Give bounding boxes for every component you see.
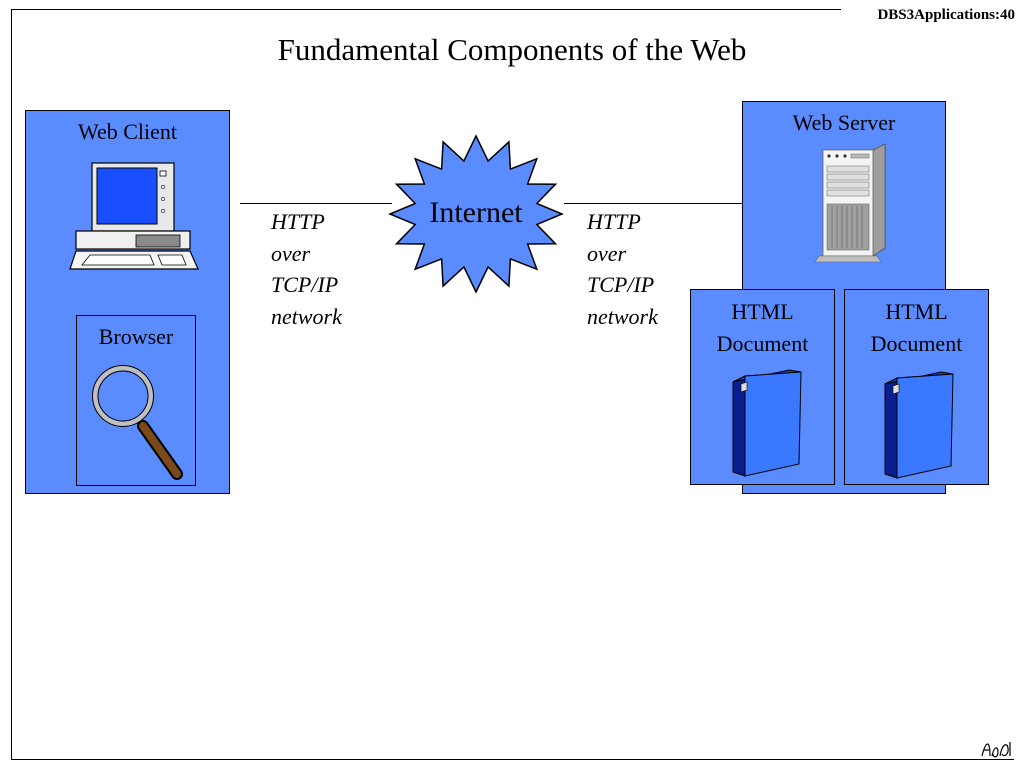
html-document-label-line1: HTML <box>731 299 794 324</box>
html-document-box: HTML Document <box>844 289 989 485</box>
html-document-label: HTML Document <box>845 296 988 360</box>
slide-title: Fundamental Components of the Web <box>277 32 747 67</box>
html-document-label-line2: Document <box>870 331 963 356</box>
right-protocol-line: TCP/IP <box>587 272 655 297</box>
left-protocol-line: HTTP <box>271 209 325 234</box>
web-client-box: Web Client Browser <box>25 110 230 494</box>
tower-server-icon <box>814 143 886 263</box>
left-protocol-line: TCP/IP <box>271 272 339 297</box>
binder-icon <box>732 369 802 477</box>
corner-logo-icon <box>981 742 1011 758</box>
magnifying-glass-icon <box>92 365 183 480</box>
left-protocol-line: network <box>271 303 342 329</box>
right-protocol-line: over <box>587 240 627 266</box>
internet-label: Internet <box>429 196 523 229</box>
html-document-label-line1: HTML <box>885 299 948 324</box>
left-protocol-line: over <box>271 240 311 266</box>
desktop-computer-icon <box>69 162 199 270</box>
browser-box: Browser <box>76 315 196 486</box>
right-protocol-line: network <box>587 303 658 329</box>
top-rule <box>11 9 841 10</box>
binder-icon <box>884 371 954 479</box>
slide-frame <box>11 9 1014 760</box>
html-document-label-line2: Document <box>716 331 809 356</box>
left-protocol-label: HTTP over TCP/IP network <box>271 206 342 332</box>
slide-id: DBS3Applications:40 <box>877 7 1015 23</box>
internet-burst-shape <box>388 134 564 294</box>
web-client-label: Web Client <box>77 119 178 144</box>
html-document-box: HTML Document <box>690 289 835 485</box>
web-server-label: Web Server <box>792 110 896 135</box>
right-protocol-line: HTTP <box>587 209 641 234</box>
browser-label: Browser <box>98 324 174 349</box>
right-protocol-label: HTTP over TCP/IP network <box>587 206 658 332</box>
left-connector-line <box>240 203 392 204</box>
right-connector-line <box>564 203 742 204</box>
html-document-label: HTML Document <box>691 296 834 360</box>
